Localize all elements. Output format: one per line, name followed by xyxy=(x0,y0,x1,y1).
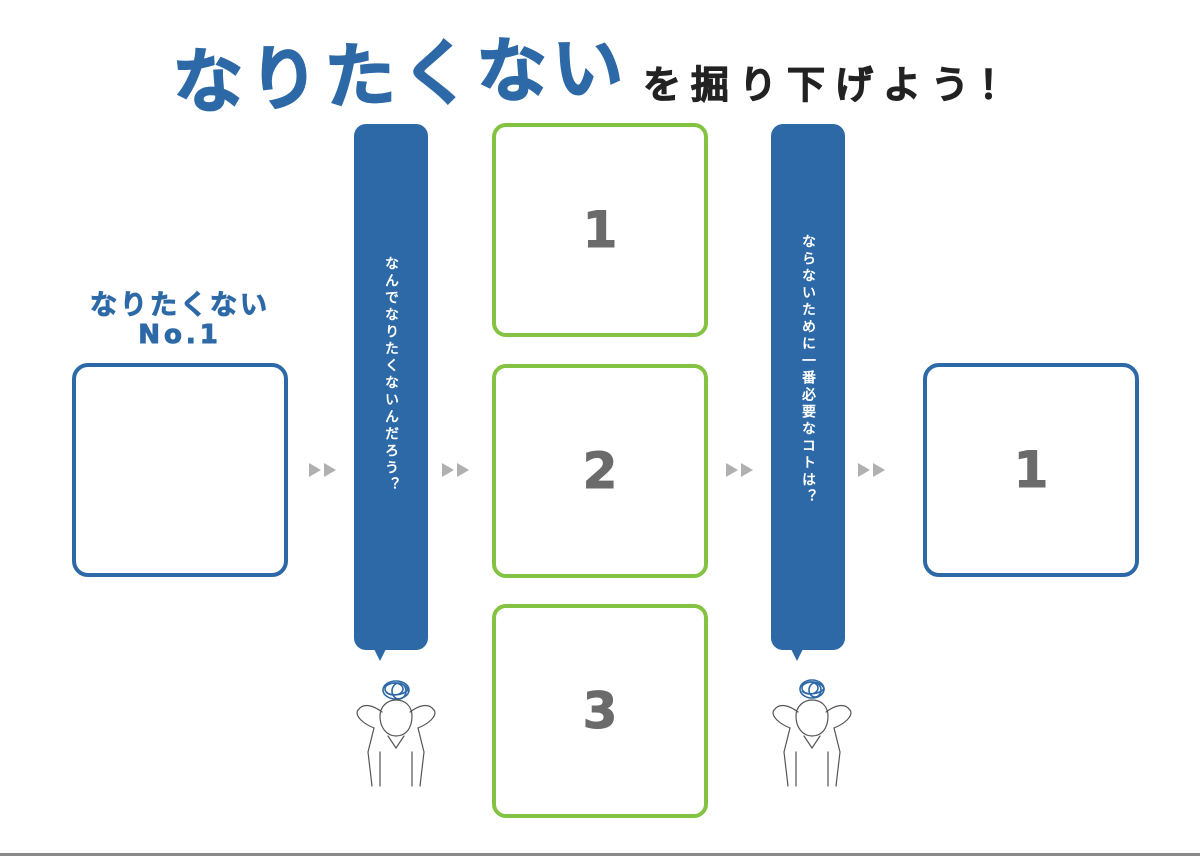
need-speech-bubble: ならないために一番必要なコトは？ xyxy=(771,124,845,661)
page-title: なりたくない を掘り下げよう！ xyxy=(0,25,1200,125)
double-arrow-icon xyxy=(309,463,349,477)
worst-label-line1: なりたくない xyxy=(90,289,270,321)
double-arrow-icon xyxy=(442,463,482,477)
double-arrow-icon xyxy=(858,463,898,477)
need-question-text: ならないために一番必要なコトは？ xyxy=(800,234,816,506)
bottom-divider xyxy=(0,853,1200,856)
double-arrow-icon xyxy=(726,463,766,477)
reason-box-3[interactable]: 3 xyxy=(492,604,708,818)
result-box[interactable]: 1 xyxy=(923,363,1139,577)
worst-label: なりたくない No.1 xyxy=(72,289,288,351)
why-question-text: なんでなりたくないんだろう？ xyxy=(383,256,399,494)
tangled-thought-scribble-icon xyxy=(382,680,410,700)
reason-number-1: 1 xyxy=(582,201,618,260)
reason-number-3: 3 xyxy=(582,682,618,741)
worst-outcome-box[interactable] xyxy=(72,363,288,577)
result-number: 1 xyxy=(1013,441,1049,500)
title-main-text: なりたくない xyxy=(171,25,632,125)
troubled-person-icon xyxy=(356,680,436,787)
reason-number-2: 2 xyxy=(582,442,618,501)
tangled-thought-scribble-icon xyxy=(799,679,825,699)
worst-label-line2: No.1 xyxy=(138,320,222,351)
reason-box-1[interactable]: 1 xyxy=(492,123,708,337)
why-speech-bubble: なんでなりたくないんだろう？ xyxy=(354,124,428,661)
troubled-person-icon xyxy=(772,679,852,787)
title-sub-text: を掘り下げよう！ xyxy=(642,63,1027,107)
reason-box-2[interactable]: 2 xyxy=(492,364,708,578)
